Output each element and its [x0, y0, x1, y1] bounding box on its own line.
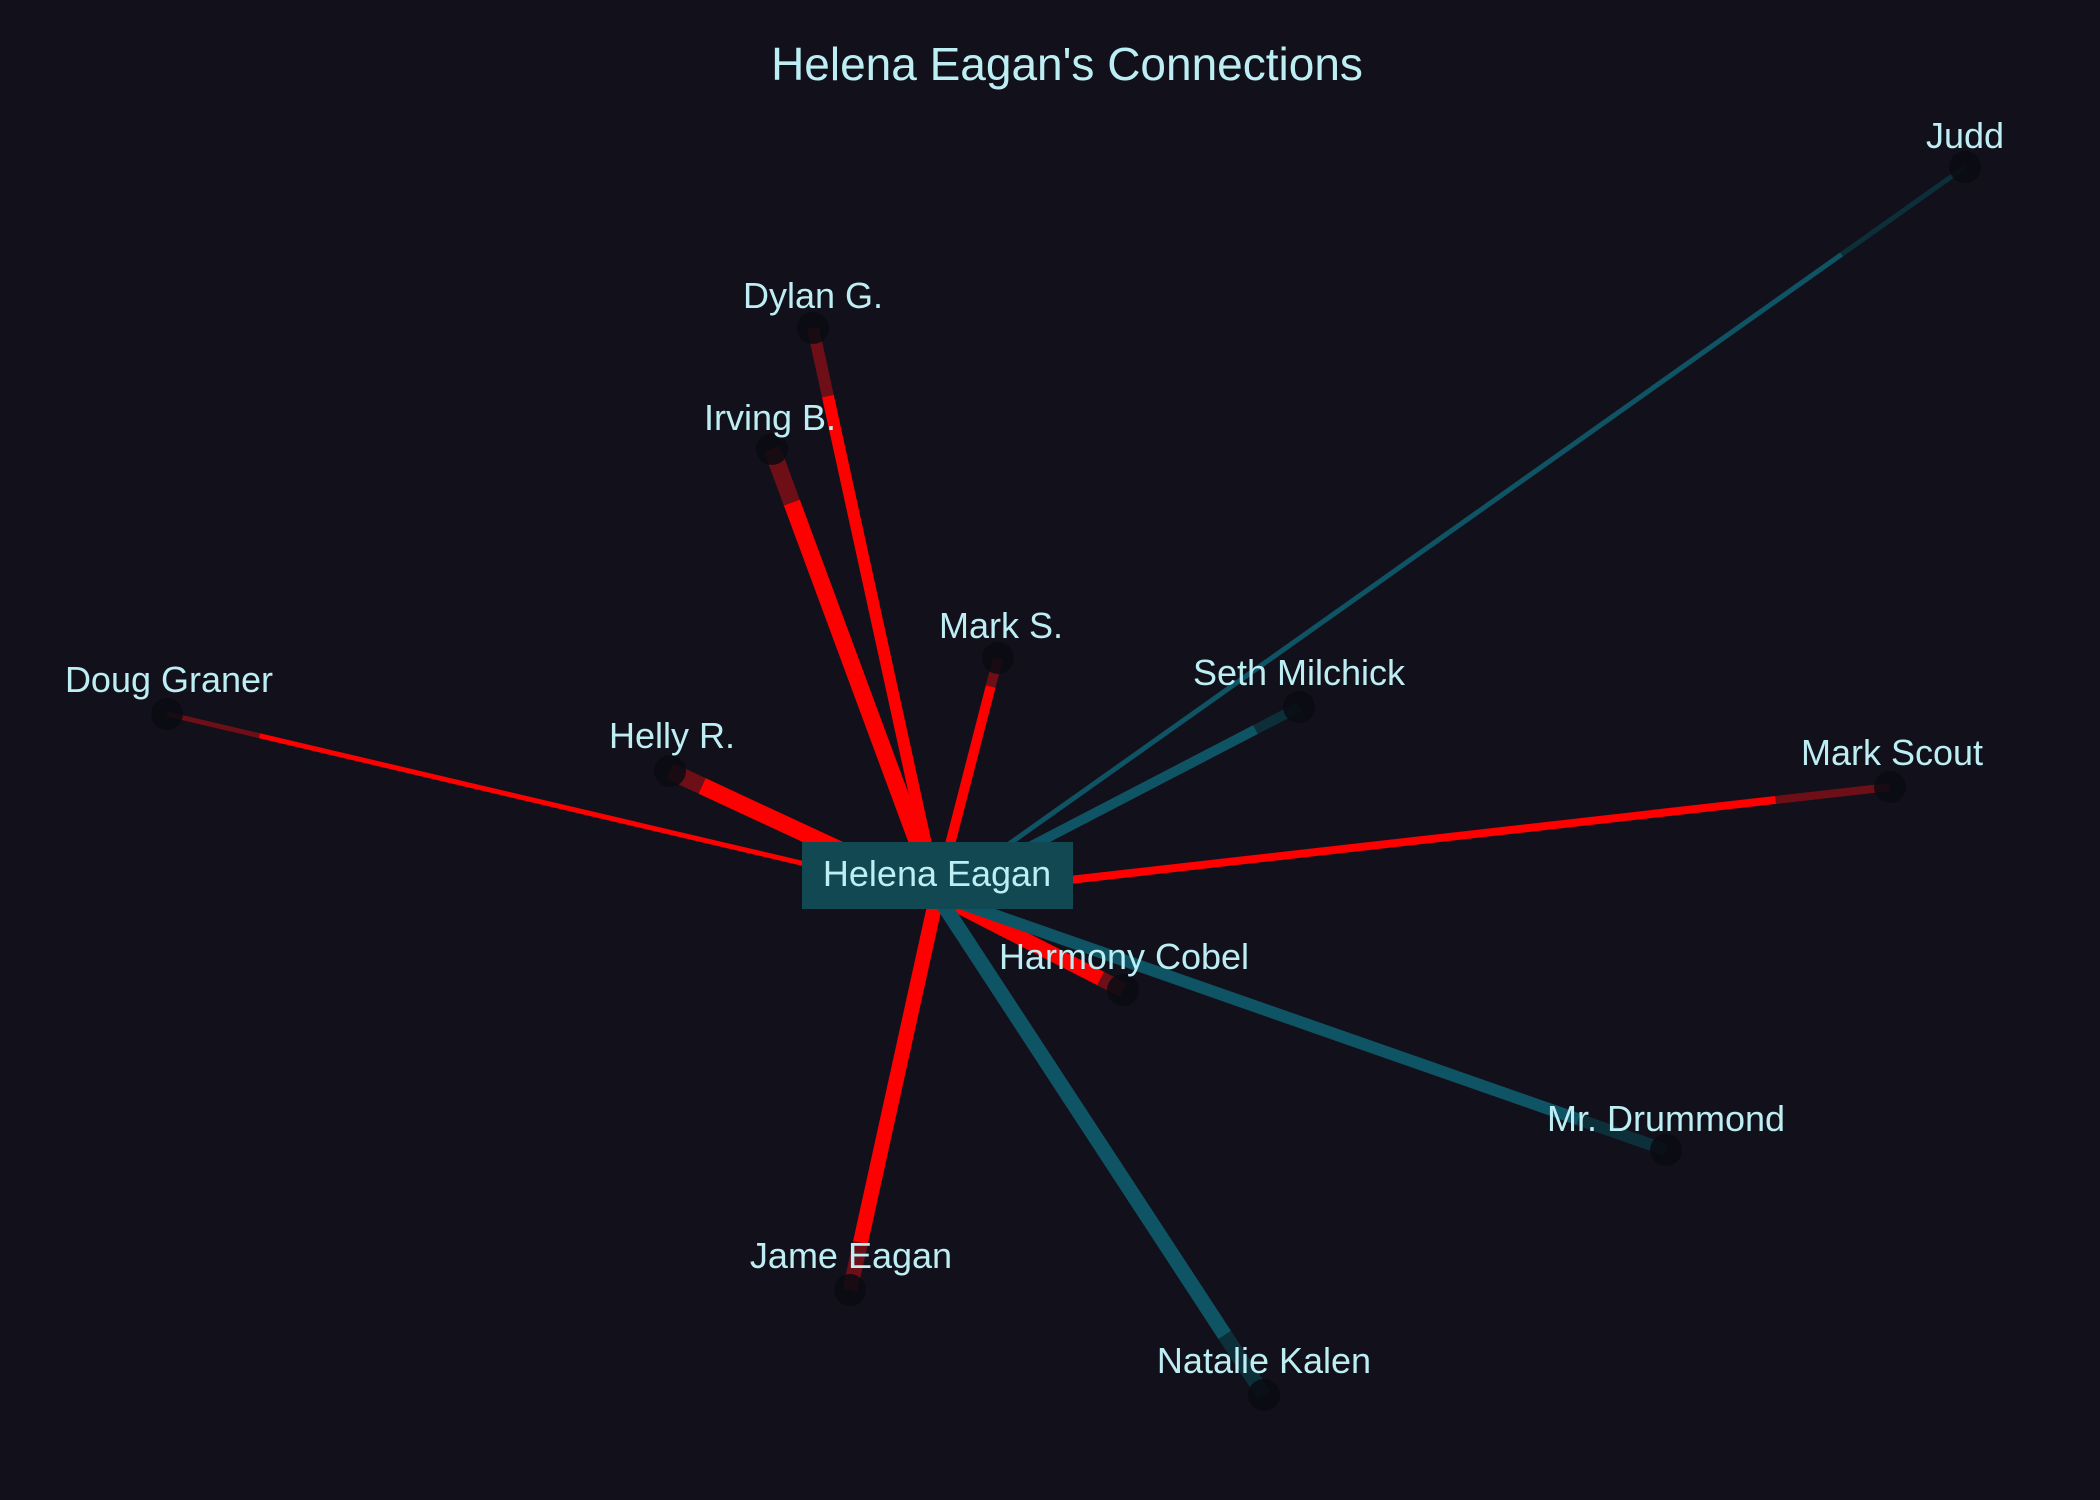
edge-mark-scout: [936, 795, 1777, 899]
node-dot: [1949, 151, 1981, 183]
node-label: Harmony Cobel: [999, 936, 1249, 977]
node-label: Doug Graner: [65, 659, 273, 700]
node-dot: [982, 642, 1014, 674]
edge-judd: [935, 252, 1844, 898]
node-label: Dylan G.: [743, 275, 883, 316]
node-label: Mark S.: [939, 605, 1063, 646]
node-label: Helly R.: [609, 715, 735, 756]
node-jame-eagan[interactable]: Jame Eagan: [750, 1235, 952, 1306]
node-dylan-g[interactable]: Dylan G.: [743, 275, 883, 344]
node-dot: [1283, 691, 1315, 723]
node-helly-r[interactable]: Helly R.: [609, 715, 735, 787]
center-node-label: Helena Eagan: [823, 853, 1051, 894]
node-dot: [151, 698, 183, 730]
node-harmony-cobel[interactable]: Harmony Cobel: [999, 936, 1249, 1006]
edge-irving-b: [783, 499, 945, 898]
node-doug-graner[interactable]: Doug Graner: [65, 659, 273, 730]
node-label: Natalie Kalen: [1157, 1340, 1371, 1381]
node-label: Irving B.: [704, 397, 836, 438]
node-label: Seth Milchick: [1193, 652, 1406, 693]
node-dot: [797, 312, 829, 344]
node-dot: [1248, 1379, 1280, 1411]
node-label: Jame Eagan: [750, 1235, 952, 1276]
graph-title: Helena Eagan's Connections: [771, 38, 1363, 90]
center-node-box: [802, 842, 1073, 909]
node-dot: [654, 755, 686, 787]
node-dot: [834, 1274, 866, 1306]
node-dot: [756, 433, 788, 465]
node-judd[interactable]: Judd: [1926, 115, 2004, 183]
edge-natalie-kalen: [930, 890, 1232, 1340]
edge-end-mark-scout: [1775, 783, 1891, 804]
edge-dylan-g: [822, 394, 943, 897]
node-label: Judd: [1926, 115, 2004, 156]
edge-jame-eagan: [853, 893, 945, 1245]
node-seth-milchick[interactable]: Seth Milchick: [1193, 652, 1406, 723]
center-node[interactable]: Helena Eagan: [802, 842, 1073, 909]
node-natalie-kalen[interactable]: Natalie Kalen: [1157, 1340, 1371, 1411]
node-dot: [1107, 974, 1139, 1006]
node-irving-b[interactable]: Irving B.: [704, 397, 836, 465]
node-mark-s[interactable]: Mark S.: [939, 605, 1063, 674]
node-dot: [1650, 1134, 1682, 1166]
edge-end-judd: [1840, 164, 1967, 257]
node-mark-scout[interactable]: Mark Scout: [1801, 732, 1983, 803]
edge-mr-drummond: [935, 889, 1581, 1126]
node-mr-drummond[interactable]: Mr. Drummond: [1547, 1098, 1785, 1166]
node-label: Mark Scout: [1801, 732, 1983, 773]
node-dot: [1874, 771, 1906, 803]
node-label: Mr. Drummond: [1547, 1098, 1785, 1139]
